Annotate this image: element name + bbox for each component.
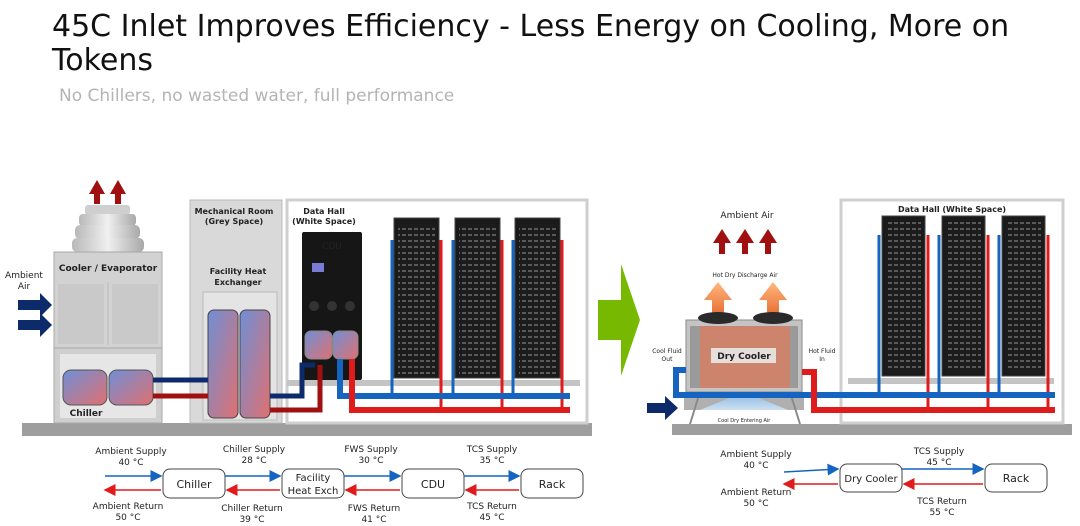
flow-box-dry-cooler-label: Dry Cooler	[844, 474, 898, 485]
flow-box-cdu-label: CDU	[421, 478, 445, 491]
data-hall-label-2: (White Space)	[292, 217, 356, 226]
piping-left	[153, 359, 570, 413]
cool-entering-label: Cool Dry Entering Air	[718, 418, 772, 424]
mech-room-label-1: Mechanical Room	[195, 207, 274, 216]
flow-box-rack-right-label: Rack	[1003, 472, 1030, 485]
cooler-label: Cooler / Evaporator	[59, 264, 158, 274]
server-racks-right	[877, 215, 1050, 410]
dry-cooler-label: Dry Cooler	[717, 352, 771, 362]
supply-temp-fws: 30 °C	[358, 456, 383, 466]
return-label-chiller: Chiller Return	[221, 504, 282, 514]
return-temp-ambient: 50 °C	[115, 513, 140, 523]
chiller-label: Chiller	[70, 409, 103, 419]
ground-slab-right	[672, 424, 1072, 435]
flow-box-facility-hx-label-1: Facility	[296, 473, 331, 484]
flow-box-rack-label: Rack	[539, 478, 566, 491]
flow-box-rack-right	[984, 463, 1048, 493]
ambient-air-label-1: Ambient	[5, 271, 43, 281]
supply-label-chiller: Chiller Supply	[223, 445, 286, 455]
dry-cooler-unit	[684, 312, 804, 425]
hot-discharge-label: Hot Dry Discharge Air	[712, 272, 778, 279]
facility-hx-label-2: Exchanger	[214, 278, 261, 287]
ambient-air-arrows	[18, 293, 52, 337]
mech-room-label-2: (Grey Space)	[205, 217, 263, 226]
piping-right	[673, 367, 1055, 413]
page-subtitle: No Chillers, no wasted water, full perfo…	[59, 86, 455, 106]
raised-floor-right	[848, 378, 1054, 384]
right-return-temp-tcs: 55 °C	[929, 508, 954, 518]
supply-label-tcs: TCS Supply	[466, 445, 518, 455]
right-return-label-tcs: TCS Return	[916, 497, 967, 507]
cdu-cabinet	[302, 232, 362, 380]
cool-fluid-out-label-2: Out	[662, 356, 674, 363]
ambient-inlet-arrow	[647, 396, 678, 420]
flow-box-cdu	[401, 468, 465, 499]
return-temp-tcs: 45 °C	[479, 513, 504, 523]
supply-temp-chiller: 28 °C	[241, 456, 266, 466]
right-supply-temp-tcs: 45 °C	[926, 458, 951, 468]
data-hall-label-1: Data Hall	[303, 207, 345, 216]
dry-cooler-plate	[711, 348, 776, 363]
exhaust-arrows	[89, 180, 126, 204]
right-return-label-ambient: Ambient Return	[721, 488, 792, 498]
left-flow-diagram: Chiller Facility Heat Exch CDU Rack Ambi…	[93, 445, 584, 525]
supply-temp-ambient: 40 °C	[118, 458, 143, 468]
ambient-air-label-right: Ambient Air	[720, 211, 773, 221]
cdu-label: CDU	[322, 242, 342, 252]
page-title: 45C Inlet Improves Efficiency - Less Ene…	[52, 9, 1010, 78]
flow-box-facility-hx-label-2: Heat Exch	[288, 486, 339, 497]
return-temp-fws: 41 °C	[361, 515, 386, 525]
flow-box-facility-hx	[281, 468, 345, 499]
flow-box-rack	[520, 468, 584, 499]
ground-slab	[22, 423, 592, 436]
right-supply-label-ambient: Ambient Supply	[720, 450, 792, 460]
cool-fluid-out-label-1: Cool Fluid	[652, 348, 682, 355]
return-label-fws: FWS Return	[348, 504, 401, 514]
data-hall-right-label: Data Hall (White Space)	[898, 205, 1006, 214]
ambient-air-label-2: Air	[18, 282, 31, 292]
flow-box-dry-cooler	[839, 463, 903, 493]
exhaust-arrows-right	[713, 229, 777, 254]
facility-hx-label-1: Facility Heat	[210, 267, 267, 276]
return-temp-chiller: 39 °C	[239, 515, 264, 525]
hot-fluid-in-label-1: Hot Fluid	[809, 348, 836, 355]
hot-fluid-in-label-2: In	[819, 356, 825, 363]
return-label-tcs: TCS Return	[466, 502, 517, 512]
supply-label-ambient: Ambient Supply	[95, 447, 167, 457]
server-racks-left	[390, 217, 564, 410]
right-flow-diagram: Dry Cooler Rack Ambient Supply 40 °C TCS…	[720, 447, 1048, 518]
supply-label-fws: FWS Supply	[344, 445, 398, 455]
supply-temp-tcs: 35 °C	[479, 456, 504, 466]
right-supply-arrow-1	[783, 463, 840, 476]
right-supply-label-tcs: TCS Supply	[913, 447, 965, 457]
flow-box-chiller-label: Chiller	[176, 478, 212, 491]
transition-arrow	[598, 264, 640, 376]
flow-box-chiller	[162, 468, 226, 499]
hot-air-plumes	[704, 282, 787, 320]
raised-floor-left	[287, 380, 580, 386]
right-supply-temp-ambient: 40 °C	[743, 461, 768, 471]
right-return-temp-ambient: 50 °C	[743, 499, 768, 509]
left-facility: Cooler / Evaporator Ambient Air Chiller …	[5, 180, 592, 436]
facility-heat-exchanger	[207, 309, 271, 419]
right-facility: Ambient Air Hot Dry Discharge Air Dry Co…	[647, 198, 1072, 435]
return-label-ambient: Ambient Return	[93, 502, 164, 512]
chiller-unit	[62, 369, 154, 406]
